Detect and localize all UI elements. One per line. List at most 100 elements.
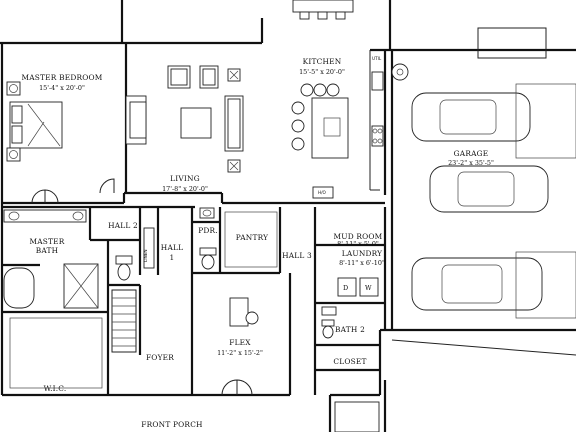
door-swing [31, 189, 46, 204]
linen-label: LINEN [143, 250, 148, 262]
kitchen-island [291, 83, 349, 159]
room-dims-kitchen: 15'-5" x 20'-0" [299, 68, 345, 76]
room-name-living: LIVING [170, 174, 200, 183]
room-name-front-porch: FRONT PORCH [141, 420, 203, 429]
room-name-kitchen: KITCHEN [303, 57, 342, 66]
master-bath-fixtures [3, 209, 155, 309]
bar-stool [300, 83, 314, 97]
bar-stool [291, 101, 305, 115]
door-swing [44, 189, 59, 204]
island-sink [323, 117, 341, 137]
bed-blanket-fold [27, 121, 45, 147]
room-name-hall-3: HALL 3 [282, 251, 312, 260]
vanity [3, 209, 87, 223]
bed-blanket-fold [27, 103, 61, 147]
car [411, 257, 543, 311]
room-dims-living: 17'-8" x 20'-0" [162, 185, 208, 193]
bar-stool [291, 119, 305, 133]
room-name-laundry: LAUNDRY [342, 249, 382, 258]
burner-icon [372, 138, 378, 144]
burner-icon [372, 128, 378, 134]
lamp-icon [229, 70, 239, 80]
pdr-sink [199, 207, 215, 219]
utility-label: UTIL [372, 56, 382, 61]
toilet-tank [199, 247, 217, 256]
hvac-label: H/O [318, 190, 327, 195]
room-name-pantry: PANTRY [236, 233, 268, 242]
desk [229, 297, 249, 327]
sink-icon [202, 209, 212, 217]
room-name-garage: GARAGE [454, 149, 489, 158]
wic-shelving [9, 317, 103, 389]
stairs [111, 289, 137, 353]
toilet-tank [115, 255, 133, 265]
living-furniture [125, 65, 244, 173]
dining-table [292, 0, 354, 20]
room-name-bath-2: BATH 2 [335, 325, 365, 334]
room-name-hall-1-b: 1 [170, 253, 175, 262]
bathtub [3, 267, 35, 309]
sofa-seat [227, 98, 241, 149]
door-swing [236, 379, 253, 396]
hvac-unit [312, 186, 334, 199]
room-name-master-bath-2: BATH [36, 246, 59, 255]
nightstand [6, 81, 21, 96]
lamp-icon [9, 150, 18, 159]
car [411, 92, 531, 142]
bar-stool [313, 83, 327, 97]
lamp-icon [229, 161, 239, 171]
toilet-bowl [117, 263, 131, 281]
dining-chair [335, 11, 346, 20]
room-name-master-bath-1: MASTER [29, 237, 64, 246]
sink-icon [8, 211, 20, 221]
door-swing [221, 379, 238, 396]
dryer [337, 277, 357, 297]
bar-stool [291, 137, 305, 151]
coffee-table [180, 107, 212, 139]
toilet-bowl [322, 325, 334, 339]
room-name-flex: FLEX [229, 338, 251, 347]
armchair-seat [170, 68, 188, 86]
linen-closet [143, 227, 155, 269]
room-dims-garage: 23'-2" x 35'-5" [448, 159, 494, 167]
toilet-tank [321, 319, 335, 327]
room-name-closet: CLOSET [333, 357, 366, 366]
lamp-icon [9, 84, 18, 93]
stair-run [111, 289, 137, 353]
water-heater [391, 63, 409, 81]
burner-icon [377, 128, 383, 134]
dining-chair [299, 11, 310, 20]
garage-shelf [477, 27, 547, 59]
room-dims-master-bedroom: 15'-4" x 20'-0" [39, 84, 85, 92]
dining-table-top [292, 0, 354, 13]
door-swing [99, 178, 115, 194]
garage-door-outline [515, 251, 576, 319]
room-name-foyer: FOYER [146, 353, 174, 362]
dining-chair [317, 11, 328, 20]
room-name-master-bedroom: MASTER BEDROOM [21, 73, 102, 82]
bath2-sink [321, 306, 337, 316]
nightstand [6, 147, 21, 162]
master-bed [6, 81, 63, 162]
room-name-hall-1-a: HALL [161, 243, 183, 252]
room-dims-mud-room: 8'-11" x 5'-0" [337, 240, 379, 248]
washer [359, 277, 379, 297]
water-heater-core [396, 68, 404, 76]
desk-chair [245, 311, 259, 325]
car-roof [441, 264, 503, 304]
garage-cars [391, 83, 576, 356]
armchair-seat [202, 68, 216, 86]
sink-icon [72, 211, 84, 221]
island-counter [311, 97, 349, 159]
bedroom-bed-partial [334, 401, 380, 432]
car-roof [457, 171, 515, 207]
fridge [371, 71, 384, 91]
garage-door-outline [515, 83, 576, 159]
garage-apron-line [391, 339, 576, 356]
dryer-label: D [343, 284, 348, 292]
bed-pillow [11, 105, 23, 124]
room-name-hall-2: HALL 2 [108, 221, 138, 230]
car [429, 165, 549, 213]
